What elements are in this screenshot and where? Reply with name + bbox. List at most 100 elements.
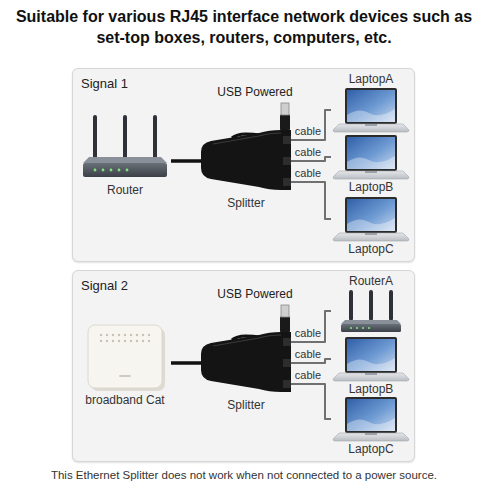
laptop-wallpaper [347, 218, 395, 231]
splitter-port [283, 338, 291, 346]
router-led [118, 169, 121, 172]
cable-label: cable [294, 369, 322, 381]
device-label: broadband Cat [79, 393, 171, 408]
modem-vent [106, 334, 108, 336]
splitter-port [283, 136, 291, 144]
splitter-device: Splitter [201, 126, 291, 211]
laptop-wallpaper [347, 358, 395, 371]
laptop-wallpaper [347, 109, 395, 122]
lan-cable [171, 159, 201, 163]
router-antenna [123, 115, 127, 159]
device-label: LaptopB [331, 382, 411, 397]
routerSmall-device: RouterA [331, 274, 411, 333]
modem-vent [124, 334, 126, 336]
device-label: Splitter [201, 196, 291, 211]
router-body [83, 163, 167, 177]
modem-vent [148, 334, 150, 336]
device-label: Router [79, 183, 171, 198]
router-led [126, 169, 129, 172]
cable-label: cable [294, 125, 322, 137]
modem-led [119, 375, 131, 377]
router-art [79, 113, 171, 183]
usb-plug-metal [281, 103, 289, 115]
splitter-illustration [201, 130, 291, 190]
laptop-wallpaper [347, 156, 395, 169]
laptop-screen [347, 199, 395, 231]
device-label: LaptopC [331, 242, 411, 257]
laptop-illustration [333, 337, 409, 381]
device-label: Splitter [201, 398, 291, 413]
splitter-port [283, 380, 291, 388]
laptop-device: LaptopA [331, 72, 411, 133]
laptop-art [331, 396, 411, 442]
lan-cable [171, 361, 201, 365]
usb-plug-body [280, 316, 290, 333]
modem-vent [130, 340, 132, 342]
modem-vent [100, 334, 102, 336]
laptop-screen [347, 399, 395, 431]
laptop-device: LaptopB [331, 336, 411, 397]
modem-vent [100, 340, 102, 342]
splitter-port [283, 178, 291, 186]
splitter-device: Splitter [201, 328, 291, 413]
laptop-bezel [345, 337, 397, 373]
power-label: USB Powered [217, 287, 292, 302]
router-led [110, 169, 113, 172]
laptop-base [333, 171, 409, 179]
modem-vent [136, 340, 138, 342]
laptop-notch [365, 373, 377, 375]
laptop-wallpaper [347, 418, 395, 431]
laptop-notch [365, 233, 377, 235]
router-antenna [153, 115, 157, 159]
laptop-art [331, 87, 411, 133]
splitter-highlight [213, 133, 281, 144]
laptop-base [333, 373, 409, 381]
device-label: LaptopA [331, 72, 411, 87]
laptop-notch [365, 171, 377, 173]
device-label: RouterA [331, 274, 411, 289]
laptop-screen [347, 90, 395, 122]
modem-vent [148, 340, 150, 342]
laptop-illustration [333, 135, 409, 179]
laptop-notch [365, 124, 377, 126]
laptop-notch [365, 433, 377, 435]
laptop-illustration [333, 88, 409, 132]
modem-vent [118, 334, 120, 336]
laptop-bezel [345, 88, 397, 124]
modem-vent [118, 340, 120, 342]
laptop-bezel [345, 397, 397, 433]
modem-vent [142, 334, 144, 336]
router-illustration [83, 115, 167, 177]
router-illustration [341, 290, 401, 332]
device-label: LaptopB [331, 180, 411, 195]
laptop-device: LaptopC [331, 396, 411, 457]
router-led [362, 327, 364, 329]
splitter-port [283, 359, 291, 367]
router-top [83, 157, 167, 163]
modem-vent [124, 340, 126, 342]
laptop-screen [347, 339, 395, 371]
splitter-port [283, 157, 291, 165]
laptop-bezel [345, 135, 397, 171]
usb-plug-metal [281, 305, 289, 317]
modem-body [88, 325, 162, 388]
cable-label: cable [294, 348, 322, 360]
cable-label: cable [294, 167, 322, 179]
laptop-base [333, 124, 409, 132]
laptop-art [331, 134, 411, 180]
cable-label: cable [294, 327, 322, 339]
laptop-screen [347, 137, 395, 169]
cat-device: broadband Cat [79, 323, 171, 408]
power-label: USB Powered [217, 85, 292, 100]
laptop-bezel [345, 197, 397, 233]
laptop-device: LaptopB [331, 134, 411, 195]
splitter-art [201, 328, 291, 398]
modem-vent [142, 340, 144, 342]
router-antenna [389, 290, 393, 321]
routerSmall-art [331, 289, 411, 333]
laptop-art [331, 196, 411, 242]
device-label: LaptopC [331, 442, 411, 457]
modem-illustration [88, 325, 165, 391]
